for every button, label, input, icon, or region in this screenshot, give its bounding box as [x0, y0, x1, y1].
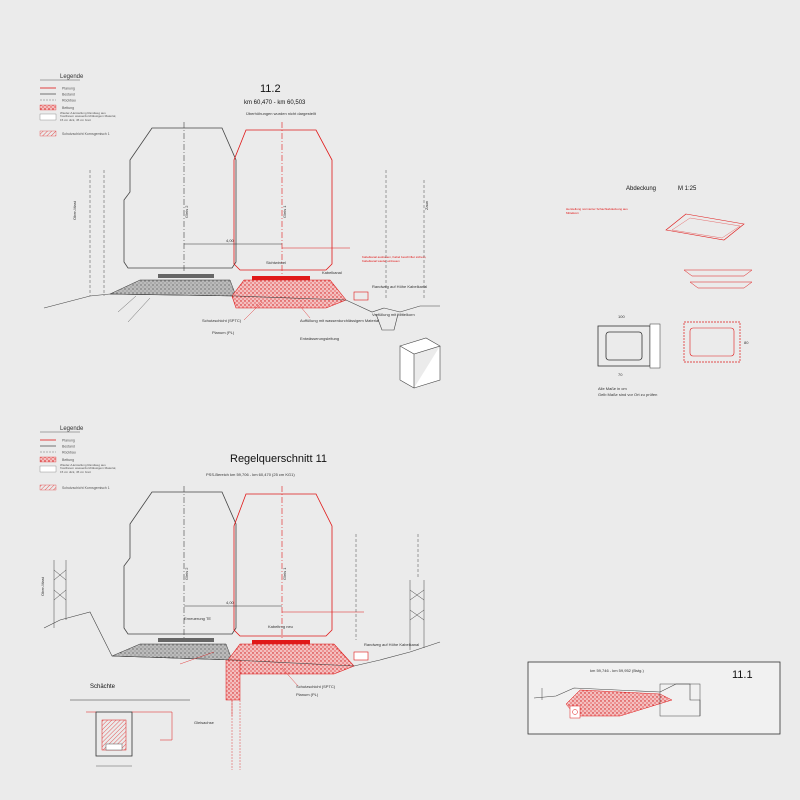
legend-bottom-item-1: Planung — [62, 439, 75, 443]
legend-bottom: Legende Planung Bestand Rückbau Bettung … — [39, 426, 117, 491]
legend-bottom-item-2: Bestand — [62, 445, 75, 449]
regelquerschnitt-11: Regelquerschnitt 11 PSS-Bereich km 59,70… — [40, 453, 441, 770]
legend-top: Legende Planung Bestand Rückbau Bettung … — [39, 74, 117, 137]
legend-top-item-1: Planung — [62, 87, 75, 91]
abdeckung-dim-top: 100 — [618, 314, 625, 319]
ober-mast-label: Ober-Mast — [72, 200, 77, 220]
sicherheit-label: Sichtwinkel — [266, 260, 286, 265]
regel-title: Regelquerschnitt 11 — [230, 453, 327, 465]
regel-dimension: 4,00 — [226, 600, 235, 605]
legend-bottom-item-5: Wieder-/Herstellung Randweg aus frostfre… — [60, 464, 117, 474]
abdeckung-dim-bottom: 70 — [618, 372, 623, 377]
legend-top-item-3: Rückbau — [62, 99, 76, 103]
entwaesserung-label: Entwässerungsleitung — [300, 336, 339, 341]
regel-schutz: Schutzschicht (SPTC) — [296, 684, 336, 689]
section-112-km: km 60,470 - km 60,503 — [244, 100, 306, 106]
legend-bottom-title: Legende — [60, 426, 84, 432]
regel-erneuerung: Erneuerung TE — [184, 616, 211, 621]
regel-gleisachse: Gleisachse — [194, 720, 215, 725]
regel-planum: Planum (PL) — [296, 692, 319, 697]
regel-subtitle: PSS-Bereich km 59,706 - km 60,470 (25 cm… — [206, 472, 295, 477]
abdeckung-scale: M 1:25 — [678, 186, 697, 192]
section-11-2: 11.2 km 60,470 - km 60,503 Überhöhungen … — [43, 83, 441, 389]
legend-top-item-6: Schutzschicht Kornsgemisch 1 — [62, 132, 110, 136]
regel-gleis-text: Kabeltrog neu — [268, 624, 293, 629]
legend-top-item-4: Bettung — [62, 106, 74, 110]
abdeckung-title: Abdeckung — [626, 186, 656, 192]
legend-top-item-2: Bestand — [62, 93, 75, 97]
kabel-text: Kabelkanal ausbauen, Kabel beschriftet s… — [362, 256, 427, 263]
abdeckung-note: Herstellung normierter Schachtabdeckung … — [566, 208, 628, 215]
randweg-label: Randweg auf Höhe Kabelkanal — [372, 284, 427, 289]
verfuellung-label: Verfüllung mit Mittelkorn — [372, 312, 415, 317]
regel-track-1-label: Gleis 1 — [282, 567, 287, 580]
section-112-dimension: 4,00 — [226, 238, 235, 243]
legend-bottom-item-6: Schutzschicht Kornsgemisch 1 — [62, 486, 110, 490]
track-1-label: Gleis 1 — [282, 205, 287, 218]
section-11-1: km 59,746 - km 59,952 (Bstg.) 11.1 — [527, 661, 781, 735]
abdeckung-foot-2: Gelb Maße sind vor Ort zu prüfen — [598, 392, 657, 397]
auffuellung-label: Auffüllung mit wasserdurchlässigem Mater… — [300, 318, 379, 323]
schutzschicht-label: Schutzschicht (SPTC) — [202, 318, 242, 323]
section-112-note: Überhöhungen wurden nicht dargestellt — [246, 111, 317, 116]
regel-track-2-label: Gleis 2 — [184, 567, 189, 580]
section-111-number: 11.1 — [732, 669, 753, 681]
legend-top-title: Legende — [60, 74, 84, 80]
section-111-km: km 59,746 - km 59,952 (Bstg.) — [590, 668, 644, 673]
track-2-label: Gleis 2 — [184, 205, 189, 218]
section-112-number: 11.2 — [260, 83, 281, 95]
regel-randweg: Randweg auf Höhe Kabelkanal — [364, 642, 419, 647]
planum-label: Planum (PL) — [212, 330, 235, 335]
kabelkanal-label: Kabelkanal — [322, 270, 342, 275]
regel-ober-mast: Ober-Mast — [40, 576, 45, 596]
abdeckung-dim-side: 80 — [744, 340, 749, 345]
legend-bottom-item-4: Bettung — [62, 458, 74, 462]
schaechte-title: Schächte — [90, 684, 116, 690]
abdeckung-detail: Abdeckung M 1:25 Herstellung normierter … — [566, 186, 753, 397]
abdeckung-foot-1: Alle Maße in cm — [598, 386, 627, 391]
legend-bottom-item-3: Rückbau — [62, 451, 76, 455]
zaun-label: Zaun — [424, 201, 429, 210]
legend-top-item-5: Wieder-/Herstellung Randweg aus frostfre… — [60, 112, 117, 122]
